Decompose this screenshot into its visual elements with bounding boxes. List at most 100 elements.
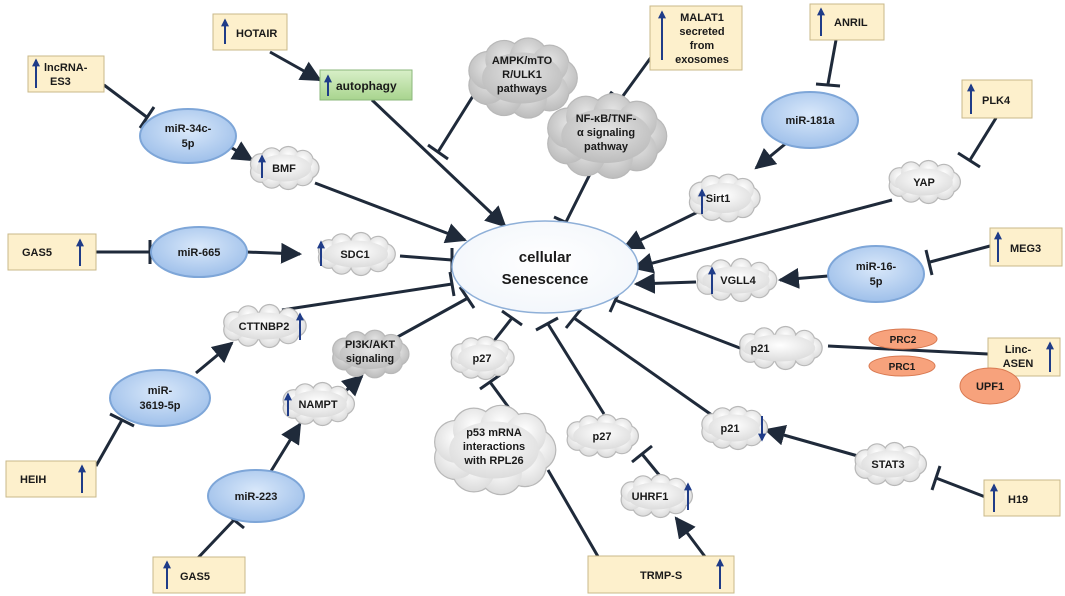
svg-text:miR-181a: miR-181a bbox=[786, 115, 836, 127]
edge-p27-bar bbox=[501, 309, 523, 327]
p53-line2: interactions bbox=[463, 441, 525, 453]
mirna-mir3619: miR- 3619-5p bbox=[109, 369, 211, 427]
svg-text:GAS5: GAS5 bbox=[180, 571, 210, 583]
sirt1-label: Sirt1 bbox=[706, 193, 730, 205]
edge-heih-bar bbox=[109, 412, 135, 428]
center-label-line2: Senescence bbox=[502, 271, 589, 288]
lnc-gas5-left: GAS5 bbox=[7, 233, 97, 271]
nampt-label: NAMPT bbox=[298, 399, 337, 411]
lnc-es3: lncRNA- ES3 bbox=[27, 55, 105, 93]
cloud-p27-top bbox=[450, 335, 515, 381]
pathway-nfkb-line3: pathway bbox=[584, 141, 629, 153]
svg-text:H19: H19 bbox=[1008, 494, 1028, 506]
edge-es3-bar bbox=[138, 106, 156, 129]
edge-plk4-yap bbox=[968, 117, 998, 161]
edge-anril-bar bbox=[815, 82, 841, 88]
svg-text:autophagy: autophagy bbox=[336, 79, 397, 93]
edge-uhrf1-bar bbox=[631, 444, 653, 464]
p27-mid-label: p27 bbox=[593, 431, 612, 443]
edge-mir665-sdc1 bbox=[245, 242, 303, 264]
svg-text:3619-5p: 3619-5p bbox=[140, 400, 181, 412]
svg-text:lncRNA-: lncRNA- bbox=[44, 62, 88, 74]
lnc-anril: ANRIL bbox=[809, 3, 885, 41]
svg-text:TRMP-S: TRMP-S bbox=[640, 570, 682, 582]
edge-mir223-nampt bbox=[266, 422, 302, 477]
mirna-mir223: miR-223 bbox=[207, 469, 305, 523]
edge-pi3k-bar bbox=[458, 286, 476, 309]
cloud-nfkb bbox=[547, 93, 668, 179]
lnc-heih: HEIH bbox=[5, 460, 97, 498]
edge-stat3-p21 bbox=[763, 425, 873, 462]
svg-text:PRC1: PRC1 bbox=[889, 362, 916, 373]
edge-p21down-senescence bbox=[573, 316, 717, 420]
p21-down-label: p21 bbox=[721, 423, 740, 435]
yap-label: YAP bbox=[913, 177, 935, 189]
cloud-labels: AMPK/mTO R/ULK1 pathways NF-κB/TNF- α si… bbox=[239, 55, 935, 503]
svg-text:5p: 5p bbox=[870, 276, 883, 288]
cloud-p53 bbox=[434, 404, 557, 496]
edge-p21-senescence bbox=[614, 298, 746, 352]
edge-heih-mir3619 bbox=[94, 419, 124, 467]
edge-ampk-bar bbox=[427, 143, 449, 161]
edge-sirt1-senescence bbox=[622, 206, 707, 250]
lnc-gas5-bottom: GAS5 bbox=[152, 556, 246, 594]
svg-text:UPF1: UPF1 bbox=[976, 381, 1004, 393]
lnc-hotair: HOTAIR bbox=[212, 13, 288, 51]
svg-text:miR-665: miR-665 bbox=[178, 247, 221, 259]
cloud-vgll4 bbox=[696, 257, 778, 303]
autophagy-box: autophagy bbox=[319, 69, 413, 101]
pathway-nfkb-line1: NF-κB/TNF- bbox=[576, 113, 637, 125]
lnc-plk4: PLK4 bbox=[961, 79, 1033, 119]
svg-text:PLK4: PLK4 bbox=[982, 95, 1011, 107]
p27-top-label: p27 bbox=[473, 353, 492, 365]
lnc-malat1: MALAT1 secreted from exosomes bbox=[649, 5, 743, 71]
edge-ampk-inhibit bbox=[436, 87, 480, 153]
pathway-pi3k-line2: signaling bbox=[346, 353, 394, 365]
edge-trmps-p53 bbox=[546, 469, 602, 561]
svg-text:HOTAIR: HOTAIR bbox=[236, 28, 277, 40]
edge-sdc1-senescence bbox=[399, 254, 453, 262]
pathway-ampk-line2: R/ULK1 bbox=[502, 69, 542, 81]
pathway-ampk-line1: AMPK/mTO bbox=[492, 55, 553, 67]
p53-line3: with RPL26 bbox=[463, 455, 523, 467]
p21-right-label: p21 bbox=[751, 343, 770, 355]
svg-text:from: from bbox=[690, 40, 715, 52]
cloud-ampk bbox=[468, 37, 578, 119]
svg-text:exosomes: exosomes bbox=[675, 54, 729, 66]
svg-text:MEG3: MEG3 bbox=[1010, 243, 1041, 255]
svg-text:miR-34c-: miR-34c- bbox=[165, 123, 212, 135]
svg-text:GAS5: GAS5 bbox=[22, 247, 52, 259]
lnc-h19: H19 bbox=[983, 479, 1061, 517]
edge-vgll4-senescence bbox=[633, 272, 697, 294]
edge-es3-mir34c bbox=[103, 83, 149, 120]
uhrf1-label: UHRF1 bbox=[632, 491, 669, 503]
expression-arrows bbox=[258, 154, 766, 510]
stat3-label: STAT3 bbox=[871, 459, 904, 471]
edge-meg3-bar bbox=[924, 249, 934, 276]
mirna-mir34c: miR-34c- 5p bbox=[139, 108, 237, 164]
edge-h19-stat3 bbox=[935, 476, 989, 500]
edge-p21down-bar bbox=[564, 307, 584, 329]
svg-text:PRC2: PRC2 bbox=[890, 335, 917, 346]
center-label-line1: cellular bbox=[519, 249, 572, 266]
svg-text:miR-223: miR-223 bbox=[235, 491, 278, 503]
cloud-stat3 bbox=[854, 441, 928, 487]
cloud-p27-mid bbox=[566, 413, 640, 459]
edge-cttnbp2-bar bbox=[448, 271, 456, 297]
edge-malat1-nfkb bbox=[618, 55, 654, 101]
svg-text:miR-16-: miR-16- bbox=[856, 261, 897, 273]
cloud-p21-right bbox=[739, 325, 823, 371]
pathway-nfkb-line2: α signaling bbox=[577, 127, 635, 139]
svg-text:ASEN: ASEN bbox=[1003, 358, 1034, 370]
edge-trmps-uhrf1 bbox=[674, 516, 708, 559]
edge-pi3k-senescence bbox=[391, 296, 469, 342]
mirna-mir16: miR-16- 5p bbox=[827, 245, 925, 303]
svg-text:HEIH: HEIH bbox=[20, 474, 46, 486]
edge-p27mid-senescence bbox=[546, 323, 606, 415]
protein-upf1: UPF1 bbox=[959, 367, 1021, 405]
lnc-meg3: MEG3 bbox=[989, 227, 1063, 267]
protein-prc2: PRC2 bbox=[868, 328, 938, 350]
cttnbp2-label: CTTNBP2 bbox=[239, 321, 290, 333]
edge-linc-p21 bbox=[827, 344, 989, 356]
mirna-mir665: miR-665 bbox=[150, 226, 248, 278]
